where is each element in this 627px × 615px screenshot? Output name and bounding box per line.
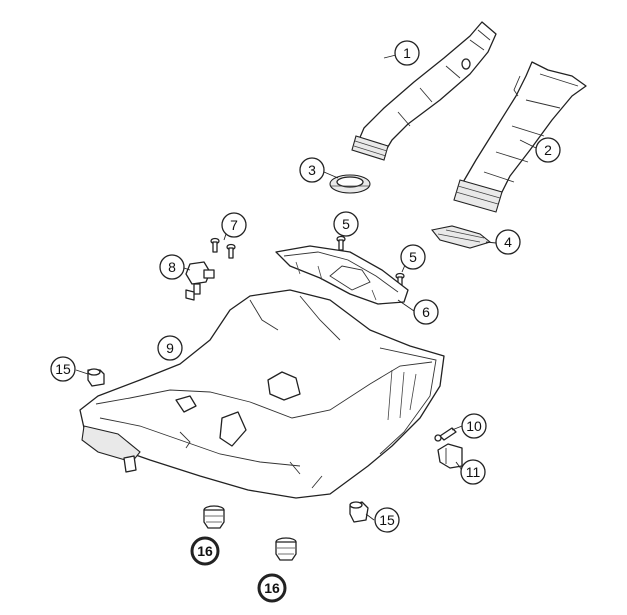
svg-text:1: 1 bbox=[403, 45, 411, 61]
callout-11: 11 bbox=[460, 459, 486, 485]
part-9-airbox-housing bbox=[79, 289, 445, 499]
svg-text:16: 16 bbox=[264, 580, 280, 596]
callout-9: 9 bbox=[157, 335, 183, 361]
part-10-screw bbox=[434, 427, 457, 442]
part-15-bushing-a bbox=[87, 368, 105, 387]
callout-3: 3 bbox=[299, 157, 325, 183]
highlight-ring bbox=[257, 573, 287, 603]
part-8-connector bbox=[185, 261, 215, 301]
callout-8: 8 bbox=[159, 254, 185, 280]
svg-text:5: 5 bbox=[342, 216, 350, 232]
part-16-mount-b bbox=[275, 537, 297, 561]
callout-16b: 16 bbox=[257, 573, 287, 603]
svg-text:15: 15 bbox=[379, 512, 395, 528]
callout-6: 6 bbox=[413, 299, 439, 325]
callout-10: 10 bbox=[461, 413, 487, 439]
callout-1: 1 bbox=[394, 40, 420, 66]
part-7-screws bbox=[210, 237, 236, 259]
svg-text:5: 5 bbox=[409, 249, 417, 265]
svg-text:8: 8 bbox=[168, 259, 176, 275]
svg-text:9: 9 bbox=[166, 340, 174, 356]
highlight-ring bbox=[190, 536, 220, 566]
part-16-mount-a bbox=[203, 505, 225, 529]
svg-text:7: 7 bbox=[230, 217, 238, 233]
callout-4: 4 bbox=[495, 229, 521, 255]
part-4-gasket bbox=[431, 225, 492, 249]
part-5-screw-a bbox=[336, 235, 346, 251]
svg-text:6: 6 bbox=[422, 304, 430, 320]
part-2-intake-tube bbox=[453, 61, 587, 213]
callout-15a: 15 bbox=[50, 356, 76, 382]
part-6-cover-plate bbox=[275, 245, 409, 305]
svg-text:4: 4 bbox=[504, 234, 512, 250]
callout-5b: 5 bbox=[400, 244, 426, 270]
svg-text:3: 3 bbox=[308, 162, 316, 178]
callout-15b: 15 bbox=[374, 507, 400, 533]
svg-text:2: 2 bbox=[544, 142, 552, 158]
callout-5a: 5 bbox=[333, 211, 359, 237]
part-15-bushing-b bbox=[349, 501, 369, 523]
svg-text:10: 10 bbox=[466, 418, 482, 434]
callout-7: 7 bbox=[221, 212, 247, 238]
part-3-seal bbox=[329, 174, 371, 194]
part-11-clip bbox=[437, 443, 463, 469]
callout-2: 2 bbox=[535, 137, 561, 163]
svg-text:16: 16 bbox=[197, 543, 213, 559]
part-1-intake-tube bbox=[351, 21, 497, 161]
svg-text:15: 15 bbox=[55, 361, 71, 377]
callout-16a: 16 bbox=[190, 536, 220, 566]
svg-text:11: 11 bbox=[466, 464, 481, 480]
